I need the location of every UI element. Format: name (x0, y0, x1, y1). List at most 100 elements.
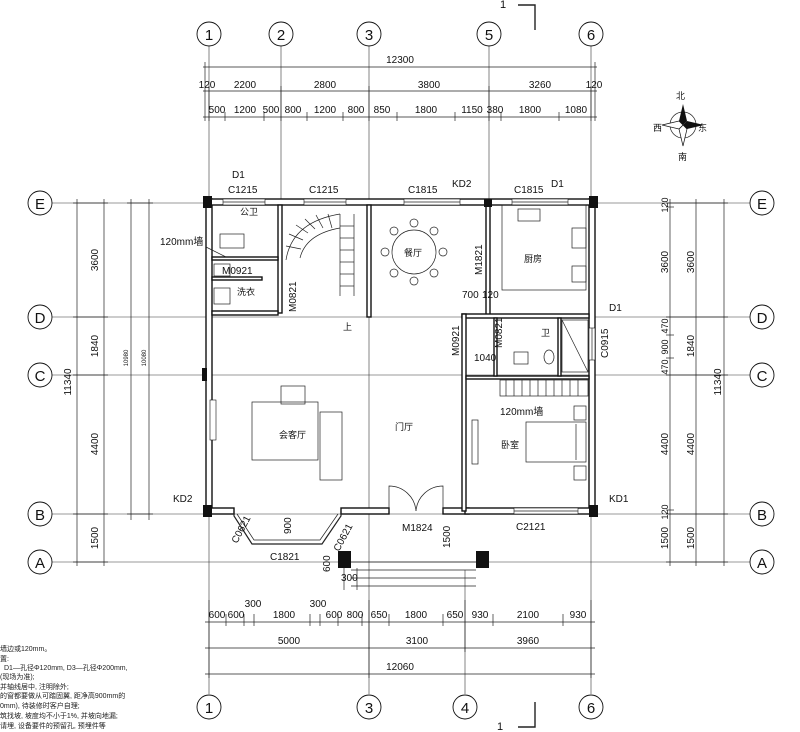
label-c1215-b: C1215 (309, 185, 339, 196)
dim-right2-1: 1840 (686, 334, 697, 357)
note-3: (现场为准); (0, 672, 35, 681)
bath-fixtures (213, 233, 589, 373)
section-mark-top: 1 (500, 0, 536, 30)
dimensions-top: 12300 120 2200 2800 3800 3260 120 500 12… (199, 55, 603, 121)
label-m1824: M1824 (402, 523, 433, 534)
room-kitchen: 厨房 (524, 253, 542, 264)
dim-1500: 1500 (442, 525, 453, 548)
sofa-set (251, 385, 343, 481)
room-public-wc: 公卫 (240, 207, 258, 217)
room-bedroom: 卧室 (501, 439, 519, 450)
dim-left-3: 1500 (90, 526, 101, 549)
dim-bot-r1-11: 2100 (517, 610, 540, 621)
dim-top-r1-5: 120 (586, 80, 603, 91)
axis-bubbles-right: E D C B A (749, 190, 775, 575)
dim-300: 300 (341, 573, 358, 584)
axis-right-C: C (757, 368, 768, 385)
label-c0915: C0915 (600, 328, 611, 358)
dim-left-2: 4400 (90, 432, 101, 455)
dim-120: 120 (482, 290, 499, 301)
label-c1821: C1821 (270, 552, 300, 563)
dim-right-2: 470 (660, 318, 670, 333)
wall-note-b: 120mm墙 (500, 405, 543, 418)
dim-right-3: 900 (660, 339, 670, 354)
label-c2121: C2121 (516, 522, 546, 533)
dining-table (380, 218, 448, 286)
dim-bot-r1-5: 600 (326, 610, 343, 621)
dim-left-total: 11340 (63, 368, 74, 396)
label-kd2-left: KD2 (173, 494, 193, 505)
dimensions-bottom: 600 600 300 1800 300 600 800 650 1800 65… (205, 599, 595, 678)
dim-bot-r1-9: 650 (447, 610, 464, 621)
entry-steps (343, 561, 476, 590)
note-8: 请埋, 设备要件的预留孔, 预埋件等 (0, 721, 106, 730)
axis-left-E: E (35, 196, 45, 213)
dim-bot-r1-6: 800 (347, 610, 364, 621)
axis-left-B: B (35, 507, 45, 524)
dim-right-0: 120 (660, 197, 670, 212)
label-kd1: KD1 (609, 494, 629, 505)
axis-left-C: C (35, 368, 46, 385)
dim-bot-total: 12060 (386, 662, 414, 673)
note-5: 的窗都要做从可踏固翼, 距净高900mm的 (0, 691, 125, 700)
room-laundry: 洗衣 (237, 286, 255, 297)
wall-note-a: 120mm墙 (160, 235, 203, 248)
dim-top-r1-2: 2800 (314, 80, 337, 91)
dim-top-r2-7: 1800 (415, 105, 438, 116)
axis-bottom-4: 4 (461, 700, 469, 717)
dim-bot-r2-0: 5000 (278, 636, 301, 647)
dim-top-r2-0: 500 (209, 105, 226, 116)
dim-1040: 1040 (474, 353, 497, 364)
axis-bottom-3: 3 (365, 700, 373, 717)
note-7: 筑找坡, 坡度均不小于1%, 并坡向地漏; (0, 711, 118, 720)
compass-east: 东 (698, 122, 707, 133)
axis-top-1: 1 (205, 27, 213, 44)
dim-bot-r2-2: 3960 (517, 636, 540, 647)
dimensions-right: 120 3600 470 900 470 4400 120 1500 3600 … (660, 197, 728, 566)
dim-bot-r1-3: 1800 (273, 610, 296, 621)
dim-top-r1-3: 3800 (418, 80, 441, 91)
room-dining: 餐厅 (404, 247, 422, 258)
dim-top-r1-0: 120 (199, 80, 216, 91)
dim-bot-r1-4: 300 (310, 599, 327, 610)
section-label-bottom: 1 (497, 721, 503, 732)
axis-right-A: A (757, 555, 767, 572)
dim-right-5: 4400 (660, 432, 671, 455)
dim-top-total: 12300 (386, 55, 414, 66)
dim-right2-0: 3600 (686, 250, 697, 273)
note-2: D1—孔径Φ120mm, D3—孔径Φ200mm, (4, 663, 128, 672)
axis-left-D: D (35, 310, 46, 327)
dim-bot-r1-0: 600 (209, 610, 226, 621)
label-c1815-a: C1815 (408, 185, 438, 196)
axis-bubbles-bottom: 1 3 4 6 (196, 694, 604, 720)
dim-right-4: 470 (660, 359, 670, 374)
note-6: 0mm), 待装修时客户自理; (0, 701, 80, 710)
axis-right-E: E (757, 196, 767, 213)
dim-top-r1-1: 2200 (234, 80, 257, 91)
room-foyer: 门厅 (395, 421, 413, 432)
axis-bottom-6: 6 (587, 700, 595, 717)
room-wc: 卫 (541, 328, 550, 338)
dim-right2-3: 1500 (686, 526, 697, 549)
room-living: 会客厅 (279, 429, 306, 440)
dim-left-1: 1840 (90, 334, 101, 357)
section-label-top: 1 (500, 0, 506, 11)
axis-top-6: 6 (587, 27, 595, 44)
dim-top-r2-5: 800 (348, 105, 365, 116)
kitchen-fixtures (501, 204, 587, 291)
dim-top-r2-1: 1200 (234, 105, 257, 116)
axis-top-2: 2 (277, 27, 285, 44)
compass-south: 南 (678, 151, 687, 162)
dim-top-r2-11: 1080 (565, 105, 588, 116)
label-d1-east: D1 (609, 303, 622, 314)
bay-window (233, 511, 342, 545)
dim-top-r2-9: 380 (487, 105, 504, 116)
compass-north: 北 (676, 91, 685, 101)
dim-top-r1-4: 3260 (529, 80, 552, 91)
dim-right2-2: 4400 (686, 432, 697, 455)
label-c1215-a: C1215 (228, 185, 258, 196)
dim-left-inner2: 10080 (142, 349, 148, 366)
columns (202, 196, 598, 568)
dim-right-7: 1500 (660, 526, 671, 549)
